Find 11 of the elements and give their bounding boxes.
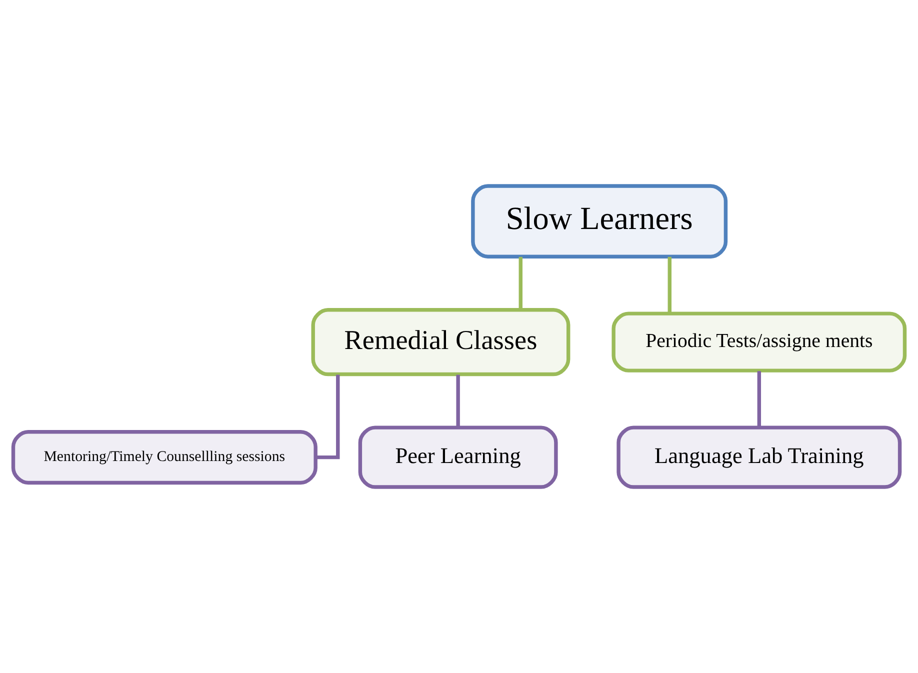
node-box: Remedial Classes bbox=[311, 308, 570, 376]
connector bbox=[757, 371, 762, 428]
node-box: Language Lab Training bbox=[616, 426, 902, 489]
node-box: Slow Learners bbox=[471, 184, 728, 258]
connector bbox=[316, 374, 340, 460]
connector bbox=[518, 256, 522, 310]
connector bbox=[456, 374, 460, 428]
connector bbox=[668, 256, 672, 314]
node-box: Periodic Tests/assigne ments bbox=[612, 312, 907, 372]
node-box: Mentoring/Timely Counsellling sessions bbox=[11, 430, 318, 485]
node-box: Peer Learning bbox=[358, 426, 558, 489]
